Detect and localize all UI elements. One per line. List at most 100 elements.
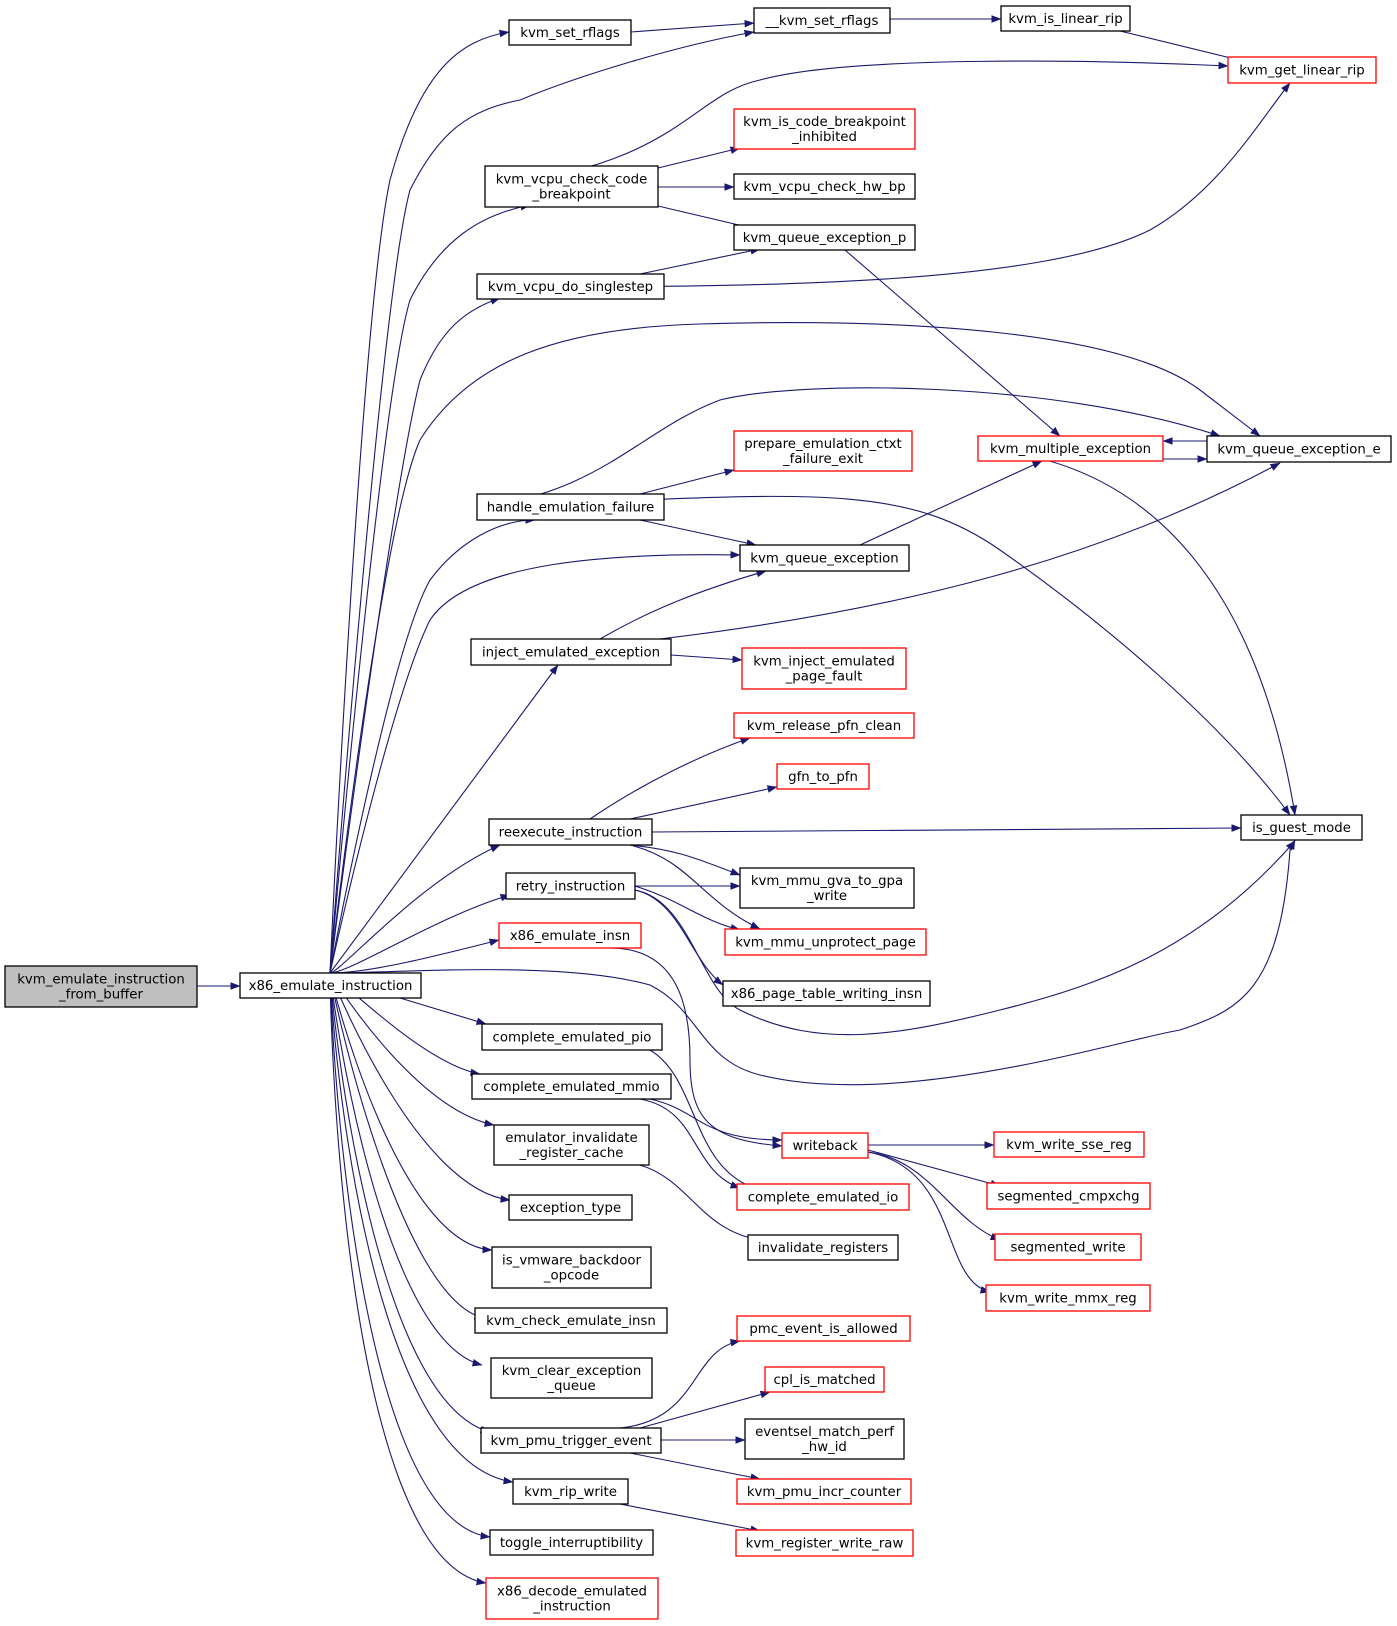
node-label: complete_emulated_io [748, 1191, 898, 1206]
node-relpfn[interactable]: kvm_release_pfn_clean [733, 712, 915, 739]
node-root[interactable]: kvm_emulate_instruction_from_buffer [4, 965, 198, 1008]
node-ripw[interactable]: kvm_rip_write [512, 1478, 629, 1505]
node-label: exception_type [520, 1201, 621, 1216]
edge-reex-to-igm [651, 824, 1242, 833]
node-retry[interactable]: retry_instruction [505, 872, 636, 900]
node-label: writeback [792, 1139, 857, 1154]
node-pte[interactable]: kvm_pmu_trigger_event [480, 1427, 662, 1454]
edge-cemmio-to-ceio [639, 1098, 741, 1189]
node-cepio[interactable]: complete_emulated_pio [481, 1023, 663, 1051]
node-invreg[interactable]: invalidate_registers [747, 1234, 899, 1261]
node-ceio[interactable]: complete_emulated_io [736, 1183, 910, 1211]
node-mult[interactable]: kvm_multiple_exception [977, 435, 1164, 462]
node-emph[interactable]: eventsel_match_perf_hw_id [744, 1418, 905, 1460]
node-box [1240, 814, 1363, 841]
node-cemmio[interactable]: complete_emulated_mmio [471, 1073, 672, 1100]
node-vmbd[interactable]: is_vmware_backdoor_opcode [491, 1246, 652, 1289]
node-rwr[interactable]: kvm_register_write_raw [735, 1529, 914, 1557]
node-eirc[interactable]: emulator_invalidate_register_cache [493, 1124, 650, 1166]
node-wsse[interactable]: kvm_write_sse_reg [993, 1131, 1145, 1158]
node-gva[interactable]: kvm_mmu_gva_to_gpa_write [739, 867, 915, 909]
node-xei[interactable]: x86_emulate_insn [498, 922, 642, 949]
node-label: kvm_release_pfn_clean [747, 719, 901, 734]
node-label: _breakpoint [531, 188, 610, 203]
node-label: kvm_vcpu_do_singlestep [488, 280, 653, 295]
node-box [722, 980, 931, 1007]
node-pecfe[interactable]: prepare_emulation_ctxt_failure_exit [733, 430, 913, 472]
node-setrf[interactable]: kvm_set_rflags [508, 19, 632, 46]
node-ceq[interactable]: kvm_clear_exception_queue [490, 1357, 653, 1399]
edge-ripw-to-rwr [619, 1503, 761, 1533]
edge-cepio-to-ceio [649, 1049, 761, 1192]
node-label: complete_emulated_pio [493, 1031, 652, 1046]
node-label: _failure_exit [782, 452, 863, 467]
node-box [733, 224, 916, 251]
edge-x86ei-to-setrf [329, 29, 510, 974]
node-iee[interactable]: inject_emulated_exception [470, 638, 672, 666]
node-label: segmented_write [1010, 1241, 1125, 1256]
node-box [470, 638, 672, 666]
node-label: is_vmware_backdoor [502, 1254, 641, 1269]
node-label: kvm_pmu_trigger_event [490, 1434, 651, 1449]
node-hwbp[interactable]: kvm_vcpu_check_hw_bp [733, 173, 916, 200]
node-pea[interactable]: pmc_event_is_allowed [736, 1315, 911, 1342]
edge-ccb-to-iscbi [657, 146, 741, 169]
node-cei[interactable]: kvm_check_emulate_insn [474, 1307, 668, 1334]
node-box [1000, 5, 1131, 32]
node-label: kvm_rip_write [524, 1485, 617, 1500]
node-decode[interactable]: x86_decode_emulated_instruction [485, 1577, 659, 1620]
edge-x86ei-to-retry [329, 893, 511, 974]
node-et[interactable]: exception_type [508, 1194, 633, 1221]
node-label: x86_page_table_writing_insn [731, 987, 923, 1002]
edge-retry-to-igm [634, 840, 1296, 1036]
node-qe[interactable]: kvm_queue_exception [739, 544, 910, 572]
node-unprot[interactable]: kvm_mmu_unprotect_page [724, 928, 927, 956]
node-x86ei[interactable]: x86_emulate_instruction [239, 972, 422, 999]
node-dss[interactable]: kvm_vcpu_do_singlestep [476, 273, 665, 300]
node-label: handle_emulation_failure [487, 501, 655, 516]
edge-x86ei-to-igm [329, 839, 1296, 1086]
node-_setrf[interactable]: __kvm_set_rflags [753, 7, 891, 34]
node-segcx[interactable]: segmented_cmpxchg [986, 1182, 1151, 1210]
node-g2p[interactable]: gfn_to_pfn [776, 763, 870, 790]
node-wmmx[interactable]: kvm_write_mmx_reg [985, 1284, 1151, 1312]
edge-reex-to-g2p [629, 785, 778, 820]
node-iepf[interactable]: kvm_inject_emulated_page_fault [741, 647, 907, 690]
node-label: gfn_to_pfn [788, 770, 858, 785]
node-label: kvm_mmu_gva_to_gpa [751, 874, 903, 889]
node-segw[interactable]: segmented_write [994, 1233, 1142, 1261]
node-iscbi[interactable]: kvm_is_code_breakpoint_inhibited [733, 108, 916, 150]
node-box [739, 544, 910, 572]
node-reex[interactable]: reexecute_instruction [488, 818, 653, 846]
node-toggle[interactable]: toggle_interruptibility [489, 1529, 654, 1556]
edge-x86ei-to-reex [329, 844, 501, 974]
node-igm[interactable]: is_guest_mode [1240, 814, 1363, 841]
node-qee[interactable]: kvm_queue_exception_e [1206, 435, 1392, 463]
node-box [733, 712, 915, 739]
node-ptwi[interactable]: x86_page_table_writing_insn [722, 980, 931, 1007]
node-pic[interactable]: kvm_pmu_incr_counter [736, 1478, 912, 1505]
node-label: segmented_cmpxchg [997, 1190, 1139, 1205]
node-box [485, 1577, 659, 1620]
node-box [489, 1529, 654, 1556]
node-box [476, 493, 665, 521]
node-label: kvm_queue_exception [750, 552, 898, 567]
edge-reex-to-unprot [629, 844, 761, 930]
node-label: kvm_queue_exception_e [1217, 443, 1380, 458]
edge-hef-to-qe [639, 519, 757, 547]
node-box [474, 1307, 668, 1334]
node-box [753, 7, 891, 34]
node-wb[interactable]: writeback [781, 1132, 869, 1159]
node-getlin[interactable]: kvm_get_linear_rip [1227, 56, 1377, 84]
node-label: kvm_mmu_unprotect_page [735, 936, 916, 951]
node-ccb[interactable]: kvm_vcpu_check_code_breakpoint [484, 165, 659, 208]
node-cplm[interactable]: cpl_is_matched [764, 1366, 885, 1393]
node-box [986, 1182, 1151, 1210]
node-hef[interactable]: handle_emulation_failure [476, 493, 665, 521]
edge-iee-to-qee [659, 462, 1281, 640]
edge-iee-to-qe [599, 569, 767, 640]
edge-cemmio-to-wb [649, 1098, 783, 1144]
edge-x86ei-to-ceq [329, 972, 483, 1367]
node-islin[interactable]: kvm_is_linear_rip [1000, 5, 1131, 32]
node-qep[interactable]: kvm_queue_exception_p [733, 224, 916, 251]
